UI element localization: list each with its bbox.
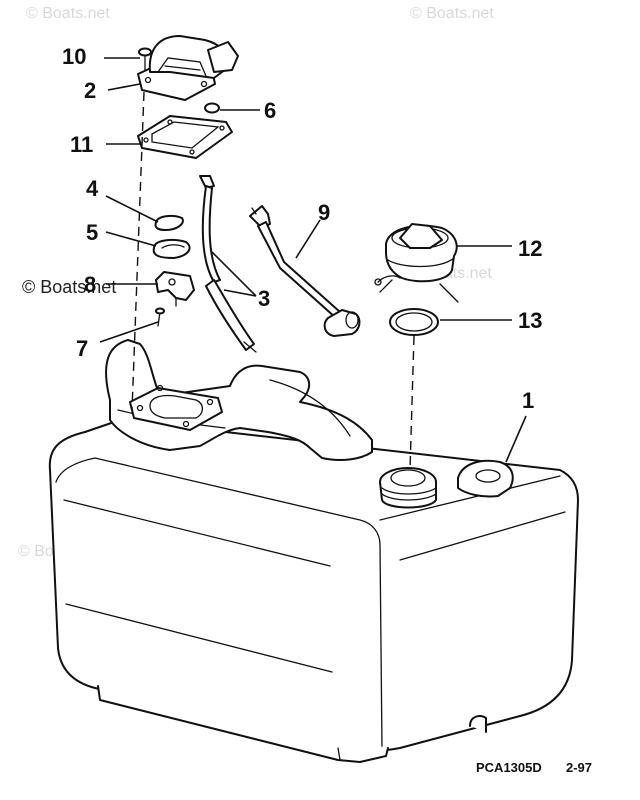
fuel-connector xyxy=(137,35,239,101)
callout-7: 7 xyxy=(76,336,88,361)
bracket xyxy=(155,271,195,307)
cap-gasket xyxy=(389,308,439,336)
watermark: © Boats.net xyxy=(410,5,494,22)
callout-9: 9 xyxy=(318,200,330,225)
part-code: PCA1305D xyxy=(476,760,542,775)
assembly-line xyxy=(409,335,415,471)
screw xyxy=(155,307,165,327)
callout-4: 4 xyxy=(86,176,99,201)
callout-8: 8 xyxy=(84,272,96,297)
callout-6: 6 xyxy=(264,98,276,123)
fuel-gauge-float xyxy=(249,205,361,337)
callout-10: 10 xyxy=(62,44,86,69)
callout-3: 3 xyxy=(258,286,270,311)
callout-5: 5 xyxy=(86,220,98,245)
filler-cap xyxy=(374,223,459,303)
callout-12: 12 xyxy=(518,236,542,261)
fuel-tank xyxy=(48,339,579,763)
revision-code: 2-97 xyxy=(566,760,592,775)
watermark-prominent: © Boats.net xyxy=(22,277,116,297)
screw xyxy=(138,47,152,71)
callout-11: 11 xyxy=(70,132,93,157)
callout-1: 1 xyxy=(522,388,534,413)
callout-2: 2 xyxy=(84,78,96,103)
callout-13: 13 xyxy=(518,308,542,333)
seal xyxy=(152,239,191,259)
gasket xyxy=(137,115,233,159)
watermark: © Boats.net xyxy=(26,5,110,22)
assembly-line xyxy=(131,91,145,411)
pickup-tube xyxy=(199,175,257,353)
seal xyxy=(154,214,184,231)
o-ring xyxy=(204,102,220,114)
